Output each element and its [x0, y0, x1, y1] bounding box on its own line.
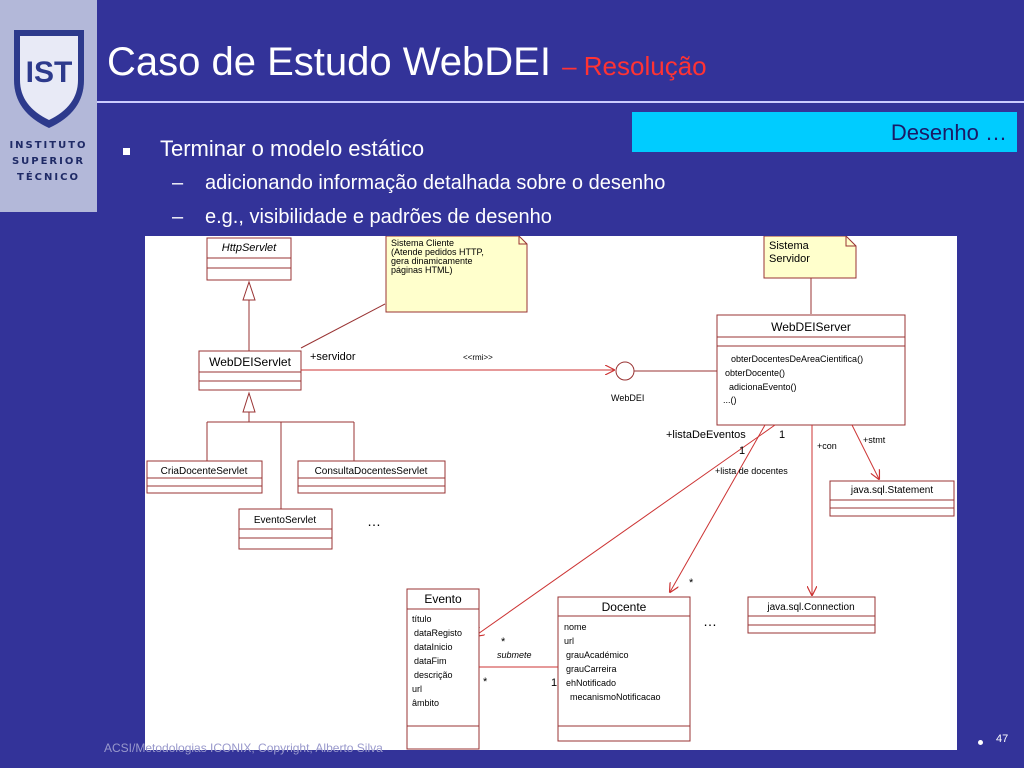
bullet-main: Terminar o modelo estático [160, 136, 425, 161]
svg-text:EventoServlet: EventoServlet [254, 515, 316, 526]
svg-text:título: título [412, 614, 432, 624]
logo-line-3: TÉCNICO [17, 172, 80, 183]
note-sistema-servidor: Sistema Servidor [763, 235, 857, 279]
ellipsis-right: … [703, 613, 717, 629]
ist-shield-logo: IST [14, 30, 84, 128]
svg-text:(Atende pedidos HTTP,: (Atende pedidos HTTP, [391, 247, 484, 257]
mult-1b: 1 [739, 445, 745, 457]
title-divider [97, 101, 1024, 103]
svg-text:Docente: Docente [602, 600, 647, 614]
interface-webdei-icon [615, 361, 635, 381]
svg-text:descrição: descrição [414, 670, 453, 680]
logo-panel: IST INSTITUTO SUPERIOR TÉCNICO [0, 0, 97, 212]
svg-text:páginas HTML): páginas HTML) [391, 265, 453, 275]
section-tag: Desenho … [632, 112, 1017, 152]
svg-text:java.sql.Statement: java.sql.Statement [850, 485, 933, 496]
class-webdeiservlet: WebDEIServlet [198, 350, 302, 391]
svg-text:...(): ...() [723, 395, 737, 405]
svg-text:dataFim: dataFim [414, 656, 447, 666]
label-lista-de-docentes: +lista de docentes [715, 466, 788, 476]
class-java-sql-statement: java.sql.Statement [829, 480, 955, 517]
svg-text:dataInicio: dataInicio [414, 642, 453, 652]
svg-text:obterDocente(): obterDocente() [725, 368, 785, 378]
svg-text:CriaDocenteServlet: CriaDocenteServlet [161, 466, 248, 477]
svg-text:java.sql.Connection: java.sql.Connection [766, 602, 854, 613]
class-webdeiserver: WebDEIServer obterDocentesDeAreaCientifi… [716, 314, 906, 426]
svg-text:url: url [564, 636, 574, 646]
dash-2: – [172, 206, 184, 228]
dash-1: – [172, 172, 184, 194]
svg-text:dataRegisto: dataRegisto [414, 628, 462, 638]
svg-text:Sistema Cliente: Sistema Cliente [391, 238, 454, 248]
label-rmi: <<rmi>> [463, 353, 493, 362]
svg-text:ehNotificado: ehNotificado [566, 678, 616, 688]
svg-text:Sistema: Sistema [769, 240, 810, 252]
submete-star-top: * [501, 636, 506, 648]
label-con: +con [817, 441, 837, 451]
logo-line-1: INSTITUTO [9, 140, 88, 151]
svg-text:Servidor: Servidor [769, 253, 810, 265]
svg-text:adicionaEvento(): adicionaEvento() [729, 382, 797, 392]
ellipsis-left: … [367, 513, 381, 529]
page-number: 47 [996, 733, 1009, 745]
class-eventoservlet: EventoServlet [238, 508, 333, 550]
label-submete: submete [497, 650, 532, 660]
footer-copyright: ACSI/Metodologias ICONIX, Copyright, Alb… [104, 741, 383, 755]
svg-text:WebDEIServer: WebDEIServer [771, 320, 851, 334]
submete-one: 1 [551, 677, 557, 689]
footer-dot-icon [978, 740, 983, 745]
bullet-sub-1: adicionando informação detalhada sobre o… [205, 172, 666, 194]
slide-title-sub: – Resolução [562, 51, 707, 81]
label-interface-webdei: WebDEI [611, 393, 644, 403]
svg-text:âmbito: âmbito [412, 698, 439, 708]
label-stmt: +stmt [863, 435, 886, 445]
class-consultadocentesservlet: ConsultaDocentesServlet [297, 460, 446, 494]
svg-text:IST: IST [26, 56, 73, 89]
mult-1a: 1 [779, 429, 785, 441]
bullet-sub-2: e.g., visibilidade e padrões de desenho [205, 206, 552, 228]
svg-text:url: url [412, 684, 422, 694]
svg-text:ConsultaDocentesServlet: ConsultaDocentesServlet [315, 466, 428, 477]
slide-title: Caso de Estudo WebDEI – Resolução [107, 40, 707, 85]
svg-text:grauCarreira: grauCarreira [566, 664, 617, 674]
svg-text:WebDEIServlet: WebDEIServlet [209, 355, 291, 369]
svg-text:nome: nome [564, 622, 587, 632]
svg-text:mecanismoNotificacao: mecanismoNotificacao [570, 692, 661, 702]
label-servidor: +servidor [310, 351, 356, 363]
class-docente: Docente nome url grauAcadémico grauCarre… [557, 596, 691, 742]
slide-title-main: Caso de Estudo WebDEI [107, 40, 551, 84]
class-httpservlet: HttpServlet [206, 237, 292, 281]
class-java-sql-connection: java.sql.Connection [747, 596, 876, 634]
svg-text:obterDocentesDeAreaCientifica(: obterDocentesDeAreaCientifica() [731, 354, 863, 364]
class-evento: Evento título dataRegisto dataInicio dat… [406, 588, 480, 750]
bullet-square-icon [123, 148, 130, 155]
svg-text:HttpServlet: HttpServlet [222, 242, 277, 254]
svg-text:gera dinamicamente: gera dinamicamente [391, 256, 473, 266]
svg-text:Evento: Evento [424, 592, 462, 606]
svg-text:grauAcadémico: grauAcadémico [566, 650, 629, 660]
logo-line-2: SUPERIOR [11, 156, 86, 167]
class-criadocenteservlet: CriaDocenteServlet [146, 460, 263, 494]
mult-star-docente: * [689, 577, 694, 589]
label-lista-de-eventos: +listaDeEventos [666, 429, 746, 441]
submete-star-bottom: * [483, 676, 488, 688]
uml-class-diagram: Sistema Cliente (Atende pedidos HTTP, ge… [145, 235, 957, 750]
note-sistema-cliente: Sistema Cliente (Atende pedidos HTTP, ge… [385, 235, 528, 313]
